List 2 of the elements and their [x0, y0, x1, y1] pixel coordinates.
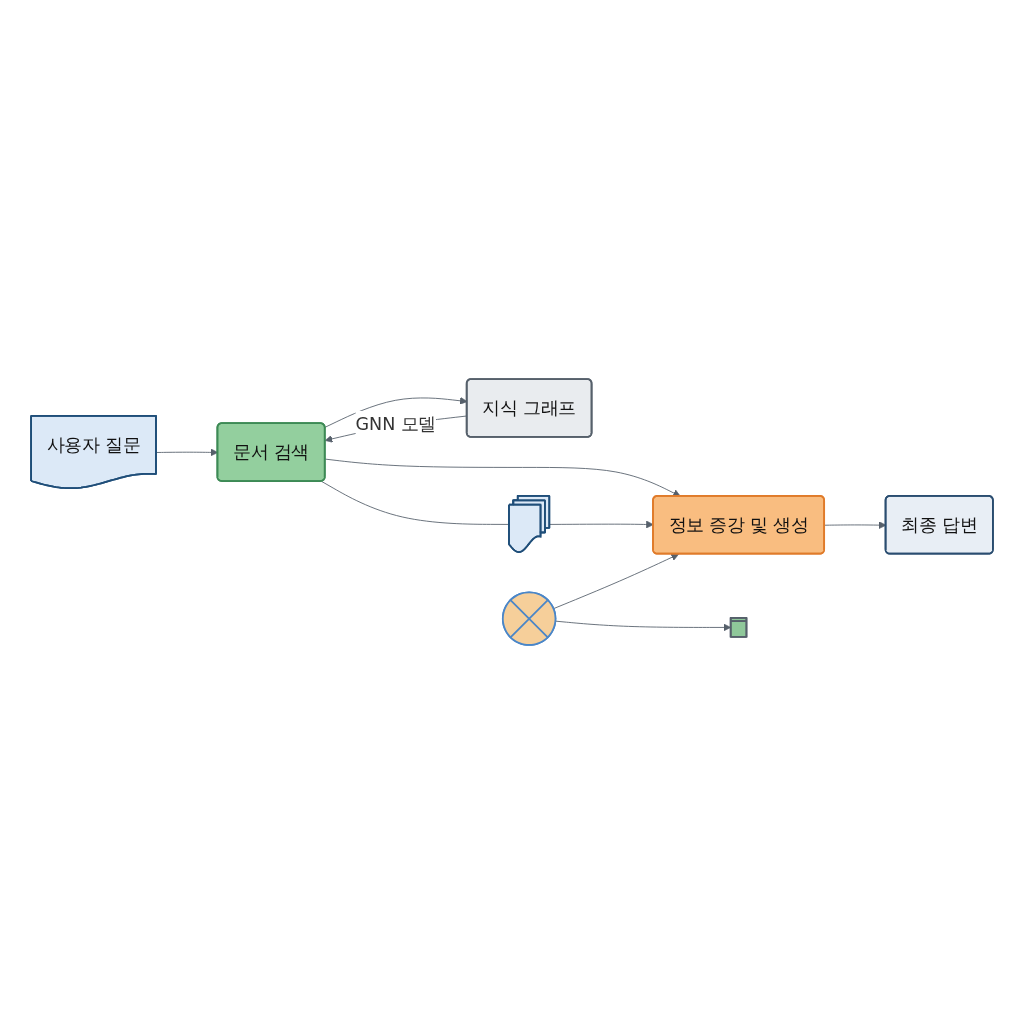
connector: [321, 480, 510, 525]
edge-label: GNN 모델: [355, 413, 436, 435]
